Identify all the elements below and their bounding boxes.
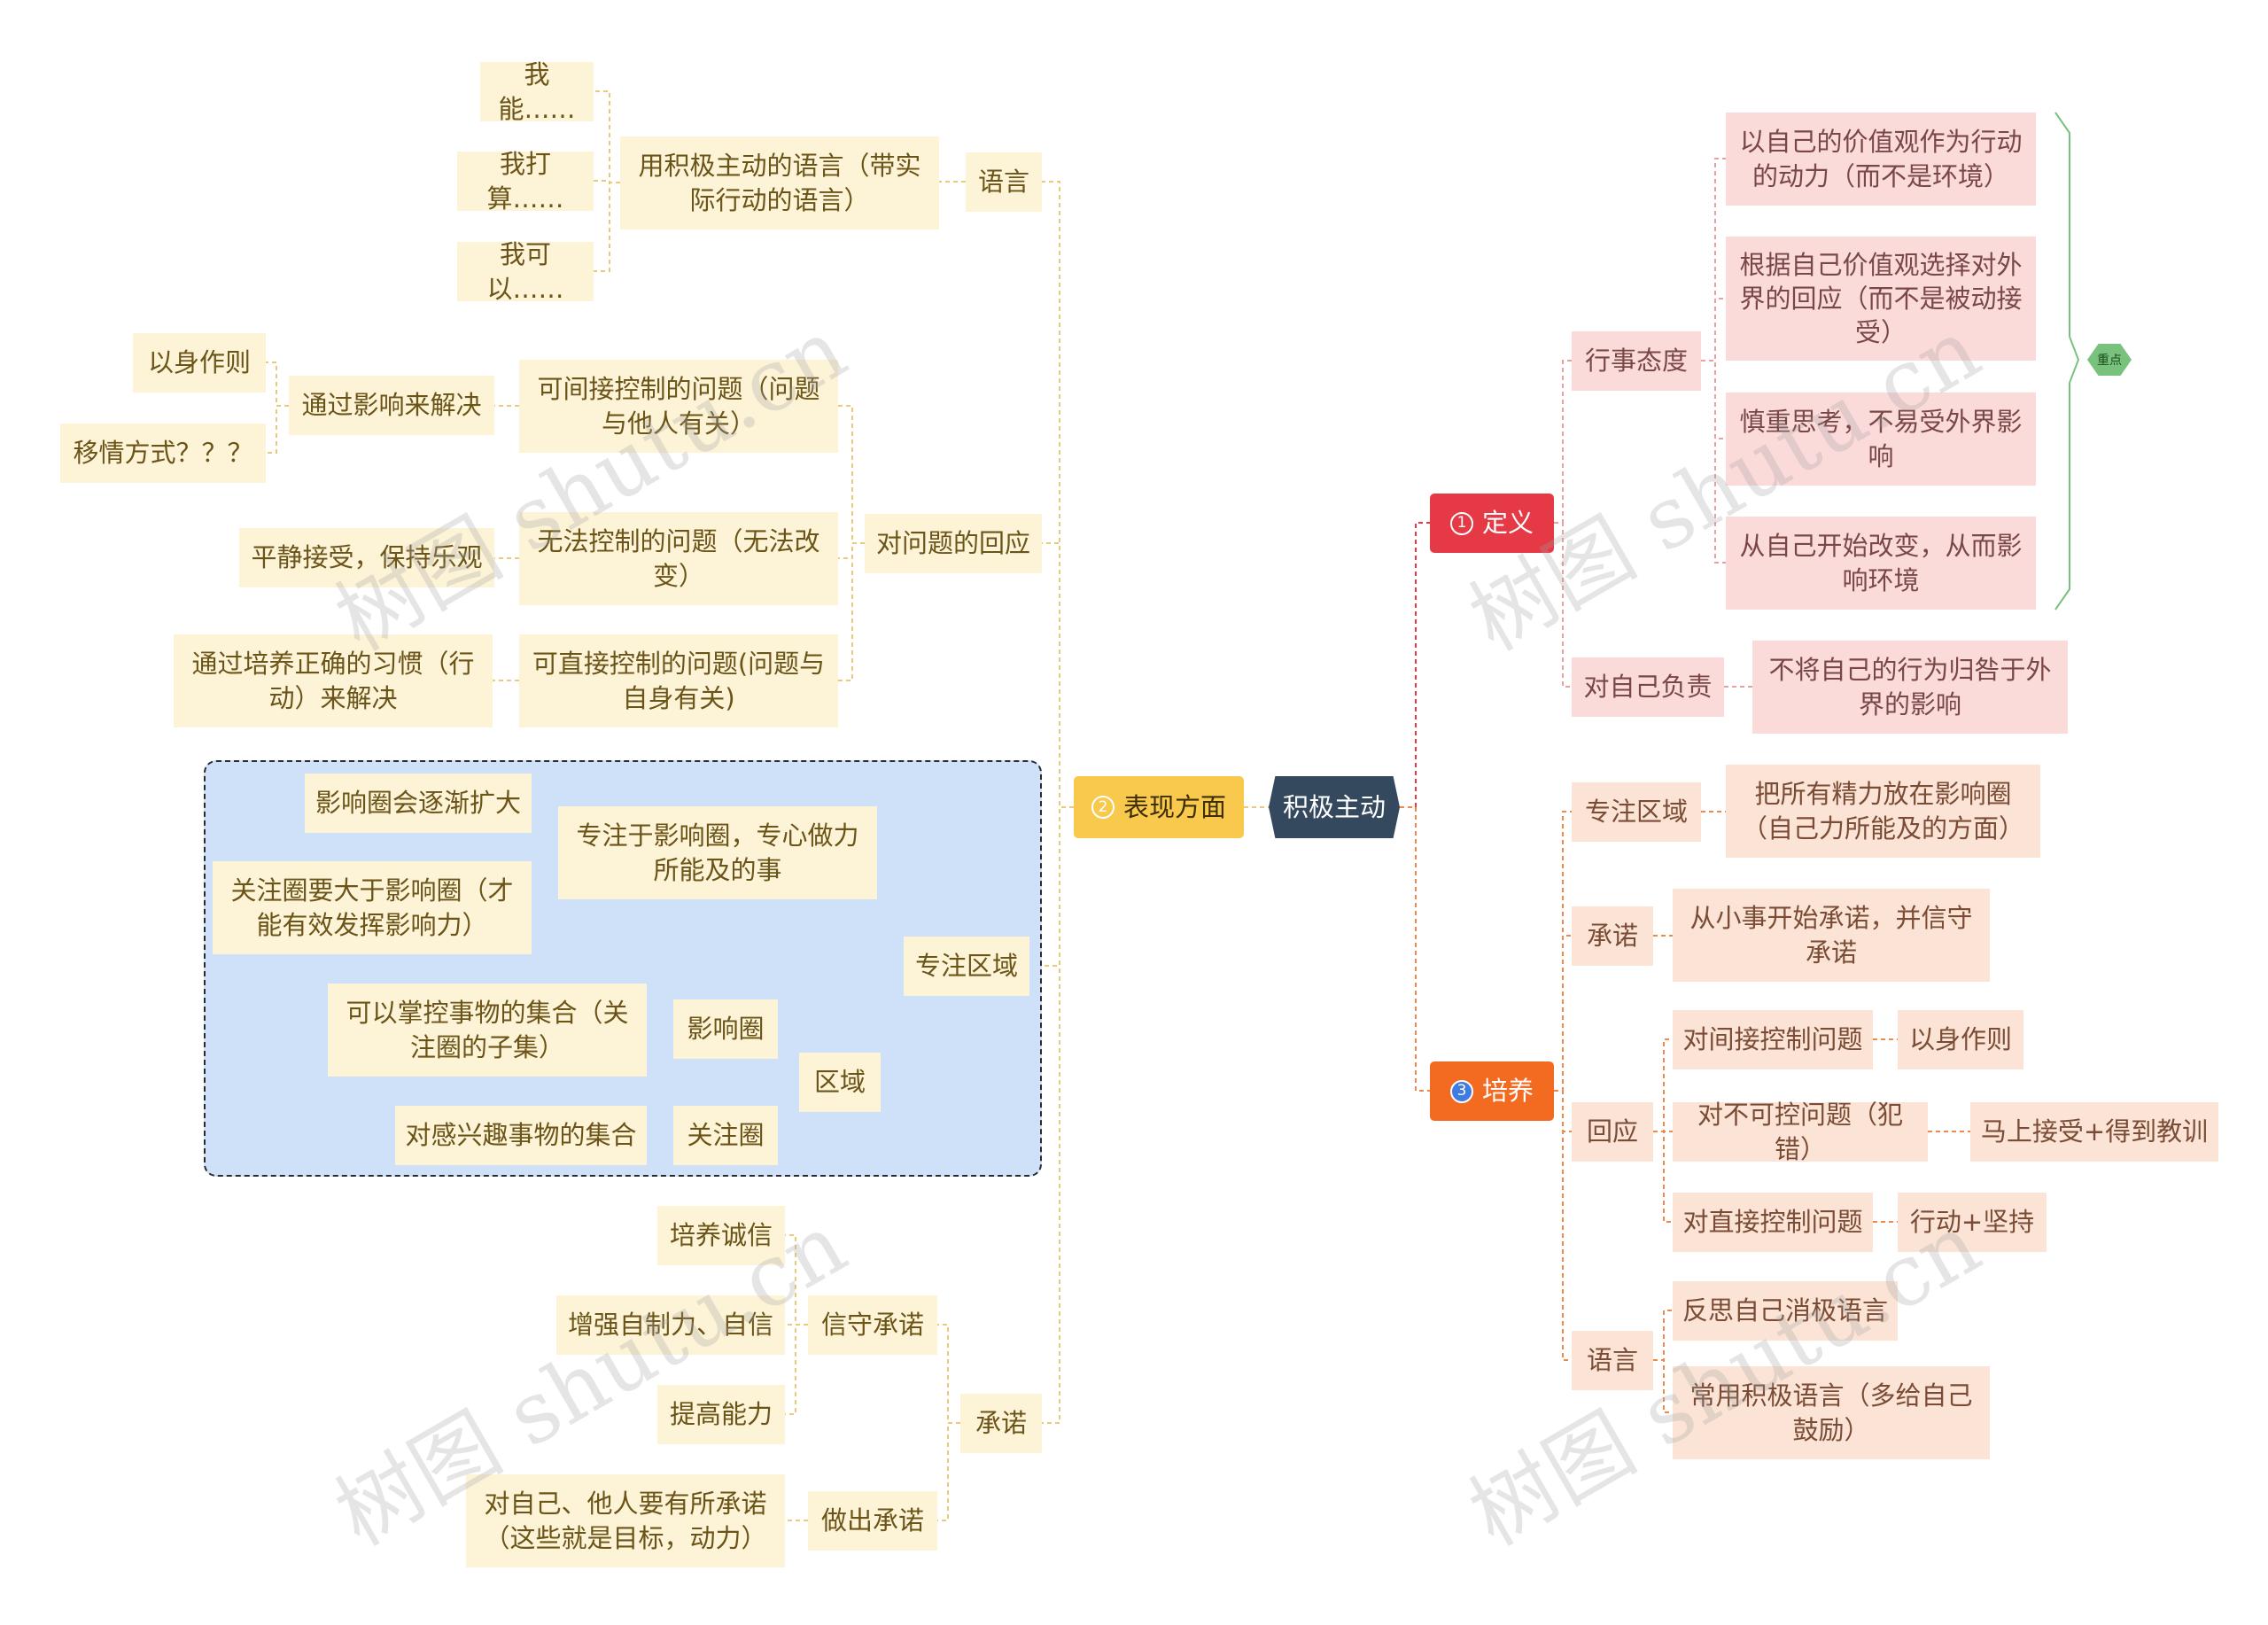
connector [838,542,865,681]
connector [1653,1310,1673,1361]
connector [1554,522,1572,688]
connector [594,182,620,272]
node-perf-problems[interactable]: 对问题的回应 [865,514,1042,573]
node-promise-make-item[interactable]: 对自己、他人要有所承诺（这些就是目标，动力） [466,1474,785,1567]
number-badge: 3 [1449,1079,1473,1103]
root-node[interactable]: 积极主动 [1269,776,1400,838]
connector [1042,806,1074,967]
connector [1653,1131,1673,1223]
connector [1400,806,1430,1092]
node-promise-keep-item[interactable]: 提高能力 [657,1385,785,1444]
node-problem-uncontrollable-method[interactable]: 平静接受，保持乐观 [239,528,494,587]
node-language-example[interactable]: 我可以…… [457,239,594,304]
node-focus-sub-item[interactable]: 关注圈要大于影响圈（才能有效发挥影响力） [213,861,532,954]
node-indirect-method-item[interactable]: 移情方式？？？ [60,424,266,483]
node-cultivation-promise[interactable]: 承诺 [1572,906,1653,966]
connector [1554,360,1572,524]
node-response-direct[interactable]: 对直接控制问题 [1673,1193,1873,1252]
number-badge: 2 [1091,796,1115,819]
connector [838,405,865,544]
connector [1653,1359,1673,1413]
node-cultivation-language[interactable]: 语言 [1572,1331,1653,1390]
connector [1042,181,1074,808]
node-language-example[interactable]: 我能…… [480,59,594,124]
node-cultivation-promise-item[interactable]: 从小事开始承诺，并信守承诺 [1673,889,1990,982]
connector [1554,935,1572,1092]
node-attitude[interactable]: 行事态度 [1572,331,1701,391]
node-attitude-item[interactable]: 根据自己价值观选择对外界的回应（而不是被动接受） [1726,237,2036,361]
node-language-item[interactable]: 反思自己消极语言 [1673,1281,1898,1341]
number-badge: 1 [1449,511,1473,535]
node-perf-language[interactable]: 语言 [966,152,1042,212]
branch-cultivation[interactable]: 3 培养 [1430,1061,1554,1121]
branch-label: 培养 [1481,1076,1534,1107]
branch-definition[interactable]: 1 定义 [1430,494,1554,553]
node-problem-direct[interactable]: 可直接控制的问题(问题与自身有关) [519,634,838,727]
connector [266,362,289,407]
node-cultivation-response[interactable]: 回应 [1572,1102,1653,1162]
connector [2054,112,2080,610]
node-response-indirect[interactable]: 对间接控制问题 [1673,1010,1873,1069]
connector [1701,360,1726,439]
node-response-direct-action[interactable]: 行动+坚持 [1898,1193,2047,1252]
node-promise-keep[interactable]: 信守承诺 [808,1295,937,1355]
connector [785,1234,808,1326]
branch-performance[interactable]: 2 表现方面 [1074,776,1244,838]
branch-label: 定义 [1481,508,1534,539]
node-responsibility[interactable]: 对自己负责 [1572,657,1724,717]
connector [1701,360,1726,564]
node-perf-language-sub[interactable]: 用积极主动的语言（带实际行动的语言） [620,136,939,229]
node-concern-circle-desc[interactable]: 对感兴趣事物的集合 [395,1106,647,1165]
node-indirect-method-item[interactable]: 以身作则 [133,333,266,393]
connector [1701,298,1726,362]
node-response-uncontrollable[interactable]: 对不可控问题（犯错） [1673,1100,1928,1164]
connector [1042,542,1074,808]
node-perf-focus[interactable]: 专注区域 [904,937,1029,996]
node-focus-sub-item[interactable]: 影响圈会逐渐扩大 [305,774,532,833]
node-influence-circle[interactable]: 影响圈 [673,999,778,1059]
node-concern-circle[interactable]: 关注圈 [673,1106,778,1165]
node-responsibility-item[interactable]: 不将自己的行为归咎于外界的影响 [1752,641,2068,734]
node-focus-sub[interactable]: 专注于影响圈，专心做力所能及的事 [558,806,877,899]
node-attitude-item[interactable]: 慎重思考，不易受外界影响 [1726,393,2036,486]
node-attitude-item[interactable]: 从自己开始改变，从而影响环境 [1726,517,2036,610]
node-promise-keep-item[interactable]: 增强自制力、自信 [556,1295,785,1355]
connector [1042,806,1074,1424]
connector [1400,522,1430,808]
node-promise-keep-item[interactable]: 培养诚信 [657,1206,785,1265]
node-response-uncontrollable-action[interactable]: 马上接受+得到教训 [1970,1102,2218,1162]
connector [937,1324,960,1424]
node-promise-make[interactable]: 做出承诺 [808,1491,937,1551]
node-perf-promise[interactable]: 承诺 [960,1394,1042,1453]
node-language-item[interactable]: 常用积极语言（多给自己鼓励） [1673,1366,1990,1459]
node-attitude-item[interactable]: 以自己的价值观作为行动的动力（而不是环境） [1726,113,2036,206]
node-response-indirect-action[interactable]: 以身作则 [1898,1010,2023,1069]
node-cultivation-focus-item[interactable]: 把所有精力放在影响圈（自己力所能及的方面） [1726,765,2040,858]
node-problem-direct-method[interactable]: 通过培养正确的习惯（行动）来解决 [174,634,493,727]
connector [937,1422,960,1521]
connector [266,405,289,454]
root-label: 积极主动 [1282,791,1386,822]
node-influence-circle-desc[interactable]: 可以掌控事物的集合（关注圈的子集） [328,984,647,1077]
node-language-example[interactable]: 我打算…… [457,149,594,214]
node-cultivation-focus[interactable]: 专注区域 [1572,782,1701,842]
connector [785,1324,808,1415]
connector [1554,1090,1572,1361]
node-problem-indirect[interactable]: 可间接控制的问题（问题与他人有关） [519,360,838,453]
node-problem-uncontrollable[interactable]: 无法控制的问题（无法改变） [519,512,838,605]
branch-label: 表现方面 [1122,791,1226,822]
connector [1653,1038,1673,1132]
connector [594,90,620,183]
node-problem-indirect-method[interactable]: 通过影响来解决 [289,376,494,435]
connector [1701,158,1726,362]
node-area[interactable]: 区域 [799,1053,881,1112]
